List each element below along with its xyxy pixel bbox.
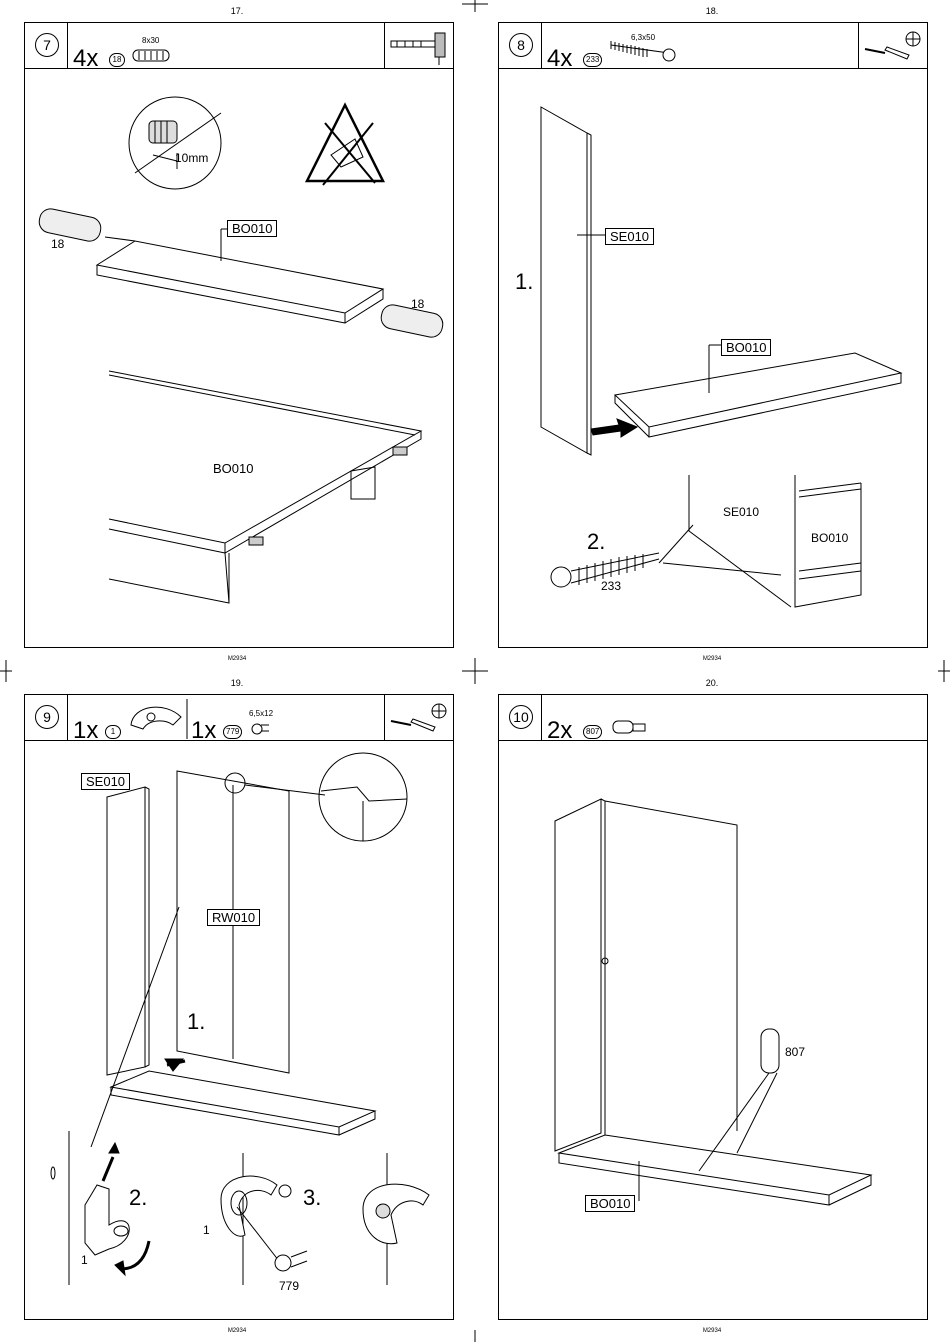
part-label-box: SE010 — [81, 773, 130, 790]
part-label: 779 — [279, 1279, 299, 1293]
sub-step-number: 2. — [129, 1185, 147, 1211]
part-label: BO010 — [213, 461, 253, 476]
instruction-panel-step-10: 10 2x 807 807 BO010 — [498, 694, 928, 1320]
part-label-box: BO010 — [227, 220, 277, 237]
part-label-box: SE010 — [605, 228, 654, 245]
sub-step-number: 1. — [187, 1009, 205, 1035]
part-label: BO010 — [811, 531, 848, 545]
part-label: 18 — [51, 237, 64, 251]
dimension-label: 10mm — [175, 151, 208, 165]
assembly-illustration — [25, 23, 455, 649]
part-label-box: BO010 — [585, 1195, 635, 1212]
part-label-box: RW010 — [207, 909, 260, 926]
part-label: SE010 — [723, 505, 759, 519]
sub-step-number: 2. — [587, 529, 605, 555]
assembly-illustration — [499, 695, 929, 1321]
sub-step-number: 3. — [303, 1185, 321, 1211]
part-label: 18 — [411, 297, 424, 311]
instruction-panel-step-9: 9 1x 1 1x 779 6,5x12 — [24, 694, 454, 1320]
assembly-illustration — [499, 23, 929, 649]
part-label-box: BO010 — [721, 339, 771, 356]
part-label: 233 — [601, 579, 621, 593]
part-label: 1 — [81, 1253, 88, 1267]
part-label: 1 — [203, 1223, 210, 1237]
sub-step-number: 1. — [515, 269, 533, 295]
part-label: 807 — [785, 1045, 805, 1059]
instruction-panel-step-8: 8 4x 233 6,3x50 — [498, 22, 928, 648]
instruction-panel-step-7: 7 4x 18 8x30 — [24, 22, 454, 648]
